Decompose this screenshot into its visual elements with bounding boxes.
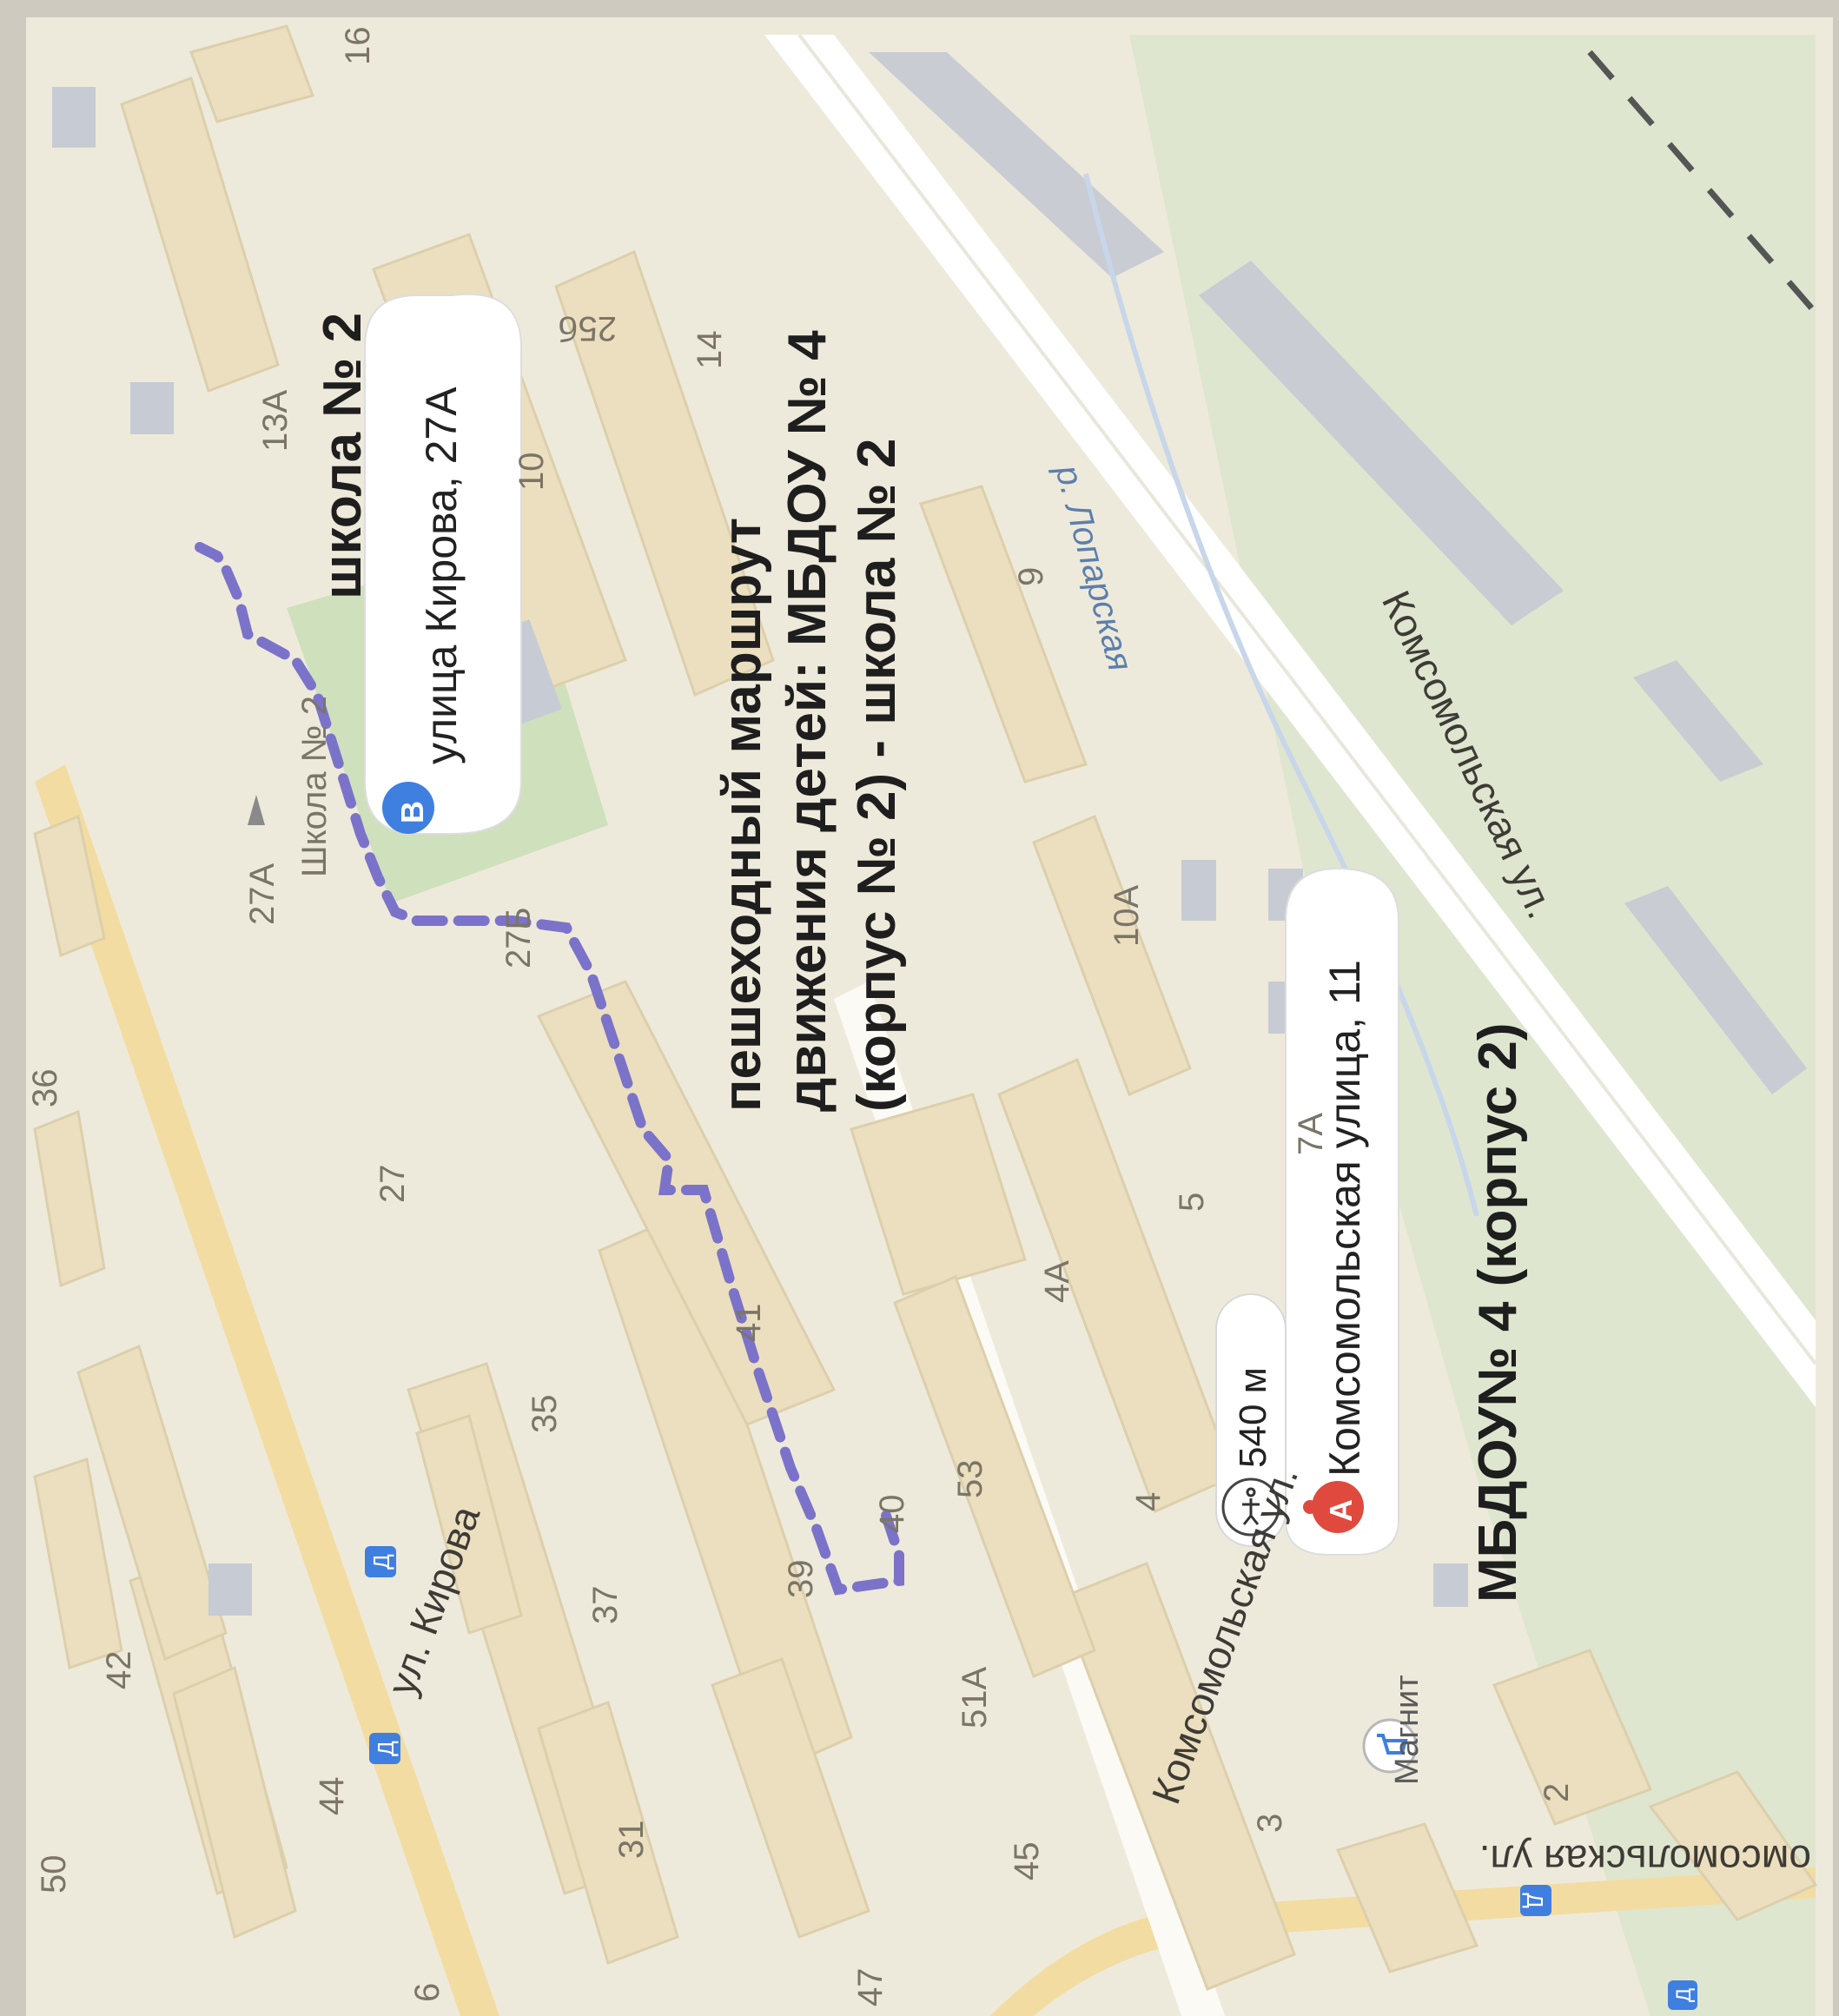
house-number: 4 — [1129, 1492, 1168, 1511]
walking-route — [195, 542, 904, 1596]
house-number: 4А — [1038, 1260, 1076, 1303]
house-number: 42 — [100, 1651, 138, 1690]
school-caption: школа № 2 — [313, 313, 373, 599]
house-number: 9 — [1012, 567, 1050, 586]
house-number: 7А — [1292, 1113, 1330, 1155]
point-a-circle — [1312, 1481, 1364, 1533]
house-number: 2 — [1538, 1783, 1576, 1802]
house-number: 5 — [1173, 1193, 1211, 1212]
point-a-dot — [1303, 1500, 1317, 1514]
distance-badge[interactable]: 540 м — [1215, 1293, 1287, 1547]
bus-stop-2[interactable]: Д — [369, 1733, 400, 1764]
parking-4 — [1624, 886, 1807, 1094]
walking-person-glyph — [1242, 1487, 1260, 1525]
bus-stop-4[interactable]: Д — [1668, 1980, 1697, 2010]
house-number: 45 — [1008, 1842, 1046, 1881]
bus-stop-glyph: Д — [368, 1554, 394, 1570]
house-number: 3 — [1251, 1814, 1289, 1833]
house-number: 37 — [586, 1586, 625, 1625]
house-number: 27 — [374, 1165, 412, 1204]
parking-2 — [1199, 261, 1564, 625]
bus-stop-glyph: Д — [1672, 1988, 1696, 2002]
house-number: 50 — [35, 1855, 73, 1894]
house-number: 10 — [513, 453, 551, 492]
parking-1 — [869, 52, 1164, 278]
point-b-marker[interactable]: В улица Кирова, 27А — [248, 293, 522, 835]
house-number: 27Б — [499, 907, 538, 968]
bus-stop-glyph: Д — [1522, 1893, 1548, 1908]
parking-3 — [1633, 660, 1763, 782]
kirova-road — [35, 764, 499, 2016]
point-b-letter: В — [394, 801, 430, 823]
route-title-line1: пешеходный маршрут — [712, 518, 772, 1112]
house-number: 35 — [526, 1395, 564, 1434]
point-b-address: улица Кирова, 27А — [417, 387, 466, 764]
point-a-address: Комсомольская улица, 11 — [1320, 960, 1369, 1477]
route-title-line3: (корпус № 2) - школа № 2 — [847, 439, 907, 1112]
point-b-stem — [248, 795, 265, 825]
cart-shape — [1377, 1734, 1408, 1755]
house-number: 27А — [243, 863, 281, 925]
house-number: 6 — [408, 1983, 447, 2002]
buildings — [33, 24, 1818, 1991]
house-number: 14 — [691, 331, 729, 370]
bus-stop-glyph: Д — [373, 1741, 399, 1756]
bottom-road — [990, 1867, 1816, 2016]
green-area — [1129, 35, 1816, 2016]
river-line — [1083, 173, 1479, 1217]
kindergarten-caption: МБДОУ№ 4 (корпус 2) — [1468, 1023, 1528, 1603]
point-b-callout — [364, 293, 522, 835]
komsomolskaya-road-centerline — [797, 33, 1817, 1365]
house-number: 51А — [956, 1667, 994, 1728]
point-a-callout — [1285, 867, 1399, 1556]
komsomolskaya-road — [764, 35, 1816, 1407]
point-b-circle — [382, 782, 434, 834]
house-number: 31 — [612, 1821, 651, 1860]
distance-text: 540 м — [1232, 1367, 1274, 1468]
bus-stop-3[interactable]: Д — [1520, 1885, 1551, 1916]
house-number: 13А — [256, 390, 294, 452]
point-a-marker[interactable]: А Комсомольская улица, 11 — [1285, 867, 1399, 1556]
school-small-label: Школа № 2 — [295, 696, 334, 877]
route-title-line2: движения детей: МБДОУ № 4 — [777, 330, 837, 1112]
street-komsomolskaya-bottom: омсомольская ул. — [1479, 1837, 1811, 1882]
house-number: 25б — [559, 309, 617, 347]
house-number: 41 — [730, 1304, 768, 1343]
house-number: 39 — [782, 1560, 820, 1599]
house-number: 36 — [26, 1069, 64, 1108]
house-number: 10А — [1108, 885, 1146, 947]
shop-label: Магнит — [1389, 1675, 1426, 1785]
point-a-letter: А — [1323, 1499, 1359, 1522]
house-number: 40 — [873, 1495, 911, 1534]
distance-badge-bg — [1215, 1293, 1287, 1547]
shop-magnit[interactable]: Магнит — [1362, 1675, 1426, 1785]
house-number: 47 — [851, 1968, 890, 2007]
bus-stop-1[interactable]: Д — [365, 1546, 396, 1577]
house-number: 44 — [313, 1777, 351, 1816]
house-numbers: 50 44 42 40 6 47 45 31 37 39 35 41 36 27… — [26, 27, 1576, 2007]
shop-cart-icon — [1362, 1718, 1418, 1774]
house-number: 16 — [339, 27, 377, 66]
house-number: 53 — [951, 1460, 989, 1499]
